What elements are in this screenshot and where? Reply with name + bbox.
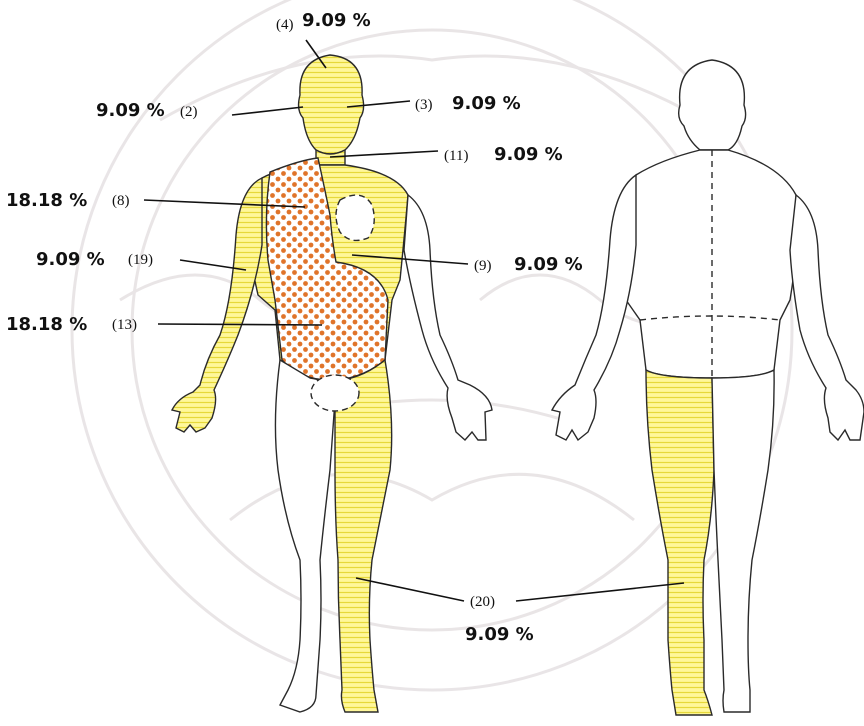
- back-left-leg: [646, 370, 714, 715]
- region-percent-2: 9.09 %: [96, 100, 165, 121]
- front-chest-blank: [336, 195, 374, 240]
- region-percent-13: 18.18 %: [6, 314, 87, 335]
- leader-2: [232, 107, 303, 115]
- back-right-arm: [790, 195, 864, 440]
- back-left-arm: [552, 175, 636, 440]
- leader-11: [330, 151, 438, 157]
- front-right-leg: [275, 360, 335, 712]
- region-number-2: (2): [180, 104, 198, 121]
- region-percent-8: 18.18 %: [6, 190, 87, 211]
- region-percent-4: 9.09 %: [302, 10, 371, 31]
- leader-20a: [356, 578, 464, 601]
- region-number-20: (20): [470, 594, 495, 611]
- front-right-arm: [172, 178, 262, 432]
- back-figure: [552, 60, 864, 715]
- region-number-8: (8): [112, 193, 130, 210]
- leader-13: [158, 324, 322, 325]
- front-groin-blank: [311, 375, 359, 411]
- front-head: [299, 55, 364, 154]
- region-number-11: (11): [444, 148, 468, 165]
- leader-20b: [516, 583, 684, 601]
- region-number-9: (9): [474, 258, 492, 275]
- region-percent-9: 9.09 %: [514, 254, 583, 275]
- region-percent-3: 9.09 %: [452, 93, 521, 114]
- region-number-19: (19): [128, 252, 153, 269]
- region-number-3: (3): [415, 97, 433, 114]
- region-number-13: (13): [112, 317, 137, 334]
- back-right-leg: [712, 370, 774, 712]
- back-head: [679, 60, 746, 150]
- region-percent-11: 9.09 %: [494, 144, 563, 165]
- front-left-arm: [404, 195, 492, 440]
- region-percent-19: 9.09 %: [36, 249, 105, 270]
- region-number-4: (4): [276, 17, 294, 34]
- back-torso: [618, 150, 797, 378]
- front-left-leg: [335, 360, 392, 712]
- region-percent-20: 9.09 %: [465, 624, 534, 645]
